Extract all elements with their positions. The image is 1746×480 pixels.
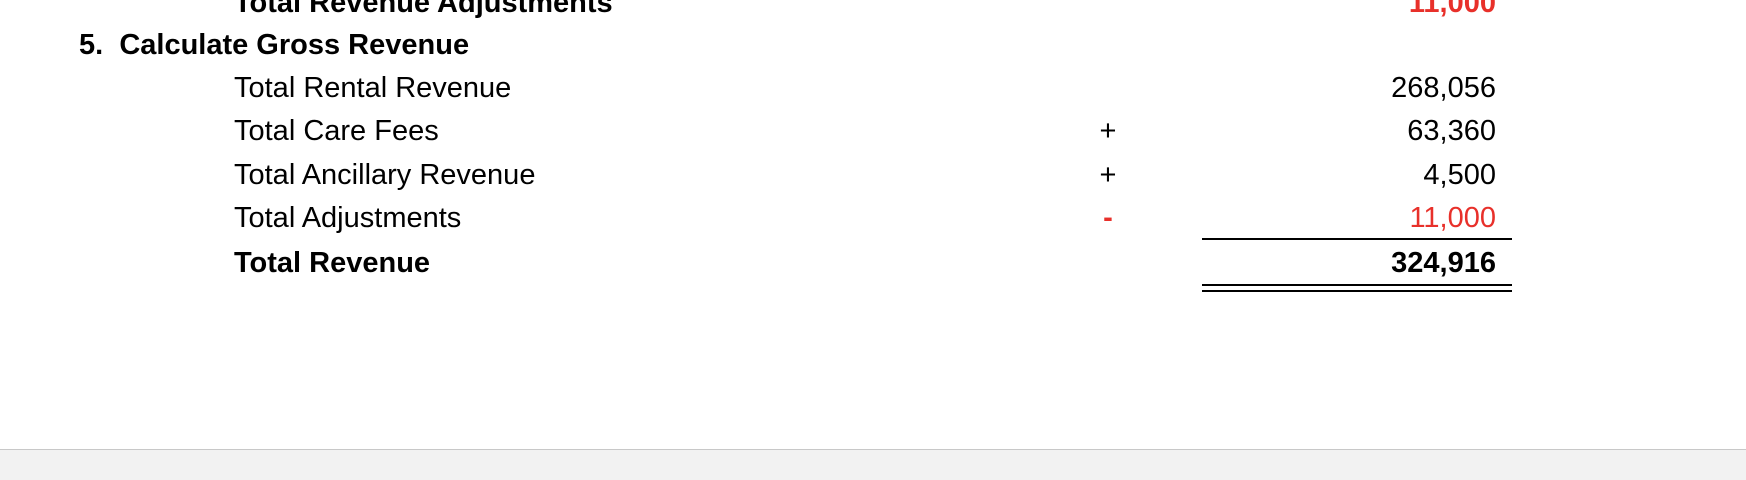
subtotal-underline	[1202, 238, 1512, 240]
worksheet-area: Total Revenue Adjustments 11,000 5. Calc…	[0, 0, 1746, 292]
line-value: 268,056	[1391, 72, 1496, 104]
previous-row-value: 11,000	[1408, 0, 1496, 19]
footer-bar	[0, 449, 1746, 480]
plus-operator: +	[1099, 115, 1117, 147]
line-label: Total Rental Revenue	[234, 72, 512, 104]
plus-operator: +	[1099, 159, 1117, 191]
line-total-care-fees: Total Care Fees + 63,360	[0, 111, 1746, 151]
section-number: 5.	[79, 29, 104, 61]
previous-row-label: Total Revenue Adjustments	[234, 0, 613, 19]
total-revenue-row: Total Revenue 324,916	[0, 243, 1746, 283]
line-value: 63,360	[1407, 115, 1496, 147]
section-heading-row: 5. Calculate Gross Revenue	[0, 25, 1746, 65]
minus-operator: -	[1103, 202, 1113, 234]
line-label: Total Adjustments	[234, 202, 462, 234]
line-value: 4,500	[1423, 159, 1496, 191]
previous-row-revenue-adjustments: Total Revenue Adjustments 11,000	[0, 0, 1746, 23]
line-value-negative: 11,000	[1409, 202, 1496, 234]
line-label: Total Ancillary Revenue	[234, 159, 536, 191]
section-heading: 5. Calculate Gross Revenue	[79, 25, 469, 65]
line-label: Total Care Fees	[234, 115, 439, 147]
line-total-rental-revenue: Total Rental Revenue 268,056	[0, 68, 1746, 108]
total-double-underline	[1202, 284, 1512, 292]
section-title: Calculate Gross Revenue	[119, 29, 470, 61]
total-value: 324,916	[1391, 247, 1496, 279]
total-label: Total Revenue	[234, 247, 431, 279]
line-total-adjustments: Total Adjustments - 11,000	[0, 198, 1746, 238]
line-total-ancillary-revenue: Total Ancillary Revenue + 4,500	[0, 155, 1746, 195]
